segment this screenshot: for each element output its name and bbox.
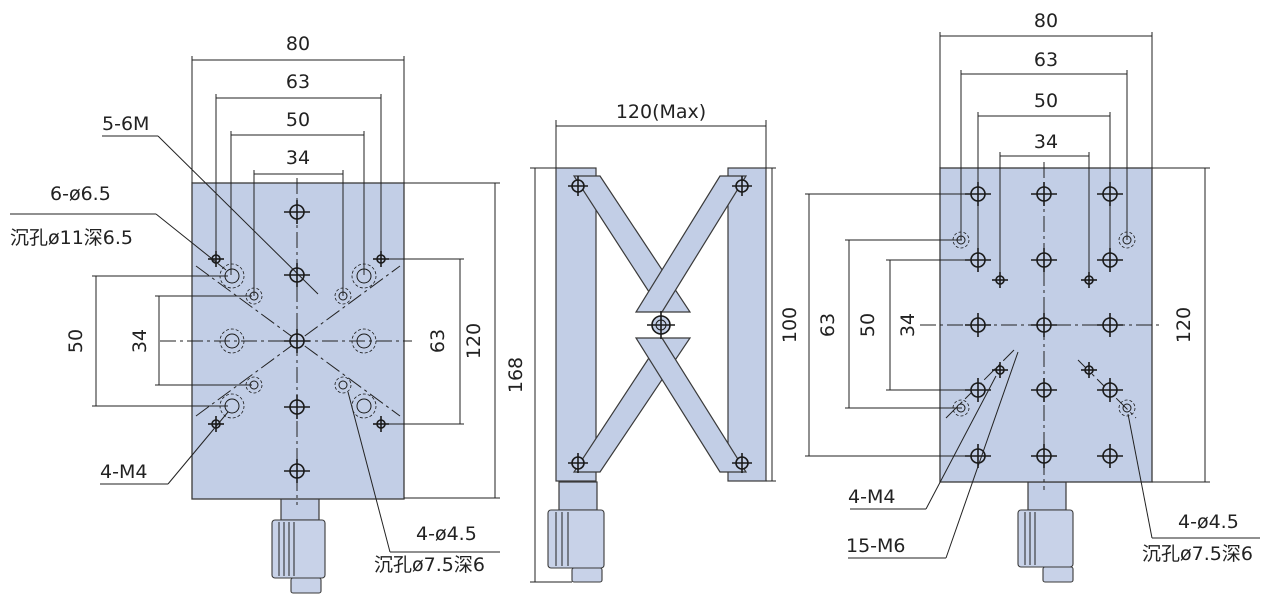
right-top-view: 80 63 50 34 63 50 (805, 10, 1260, 583)
left-dim-50-label: 50 (286, 109, 310, 131)
right-dim-63: 63 (960, 49, 1128, 240)
side-dim-width-label: 120(Max) (616, 101, 706, 123)
right-knob-cap (1042, 566, 1074, 583)
left-counterbores-small (245, 287, 352, 394)
side-dim-168: 168 (505, 167, 572, 583)
right-dim-v63-label: 63 (817, 313, 839, 337)
right-callout-cb-top: 4-ø4.5 (1178, 511, 1239, 533)
left-callout-4-m4: 4-M4 (100, 411, 229, 485)
right-callout-15-m6: 15-M6 (846, 351, 1019, 559)
left-callout-5-6m-label: 5-6M (102, 113, 149, 135)
left-callout-m4-label: 4-M4 (100, 461, 147, 483)
left-callout-cb-bottom: 沉孔ø11深6.5 (10, 227, 133, 249)
side-right-rail (727, 167, 767, 482)
left-dim-80: 80 (191, 33, 405, 183)
right-callout-4-ø4.5: 4-ø4.5 沉孔ø7.5深6 (1127, 413, 1260, 565)
left-dim-v50: 50 (65, 275, 228, 407)
side-pivots (568, 176, 752, 473)
right-dim-v120: 120 (1152, 167, 1210, 483)
right-dim-80: 80 (939, 10, 1153, 168)
left-dim-50: 50 (230, 109, 365, 275)
side-knob-neck (558, 481, 598, 511)
right-m4-holes (992, 272, 1097, 378)
left-callout-5-6m: 5-6M (102, 113, 319, 295)
left-dim-80-label: 80 (286, 33, 310, 55)
left-dim-v50-label: 50 (65, 329, 87, 353)
left-callout-4-ø4.5: 4-ø4.5 沉孔ø7.5深6 (347, 391, 500, 576)
left-dim-v63: 63 (386, 258, 464, 425)
left-knob-body (271, 519, 326, 579)
left-dim-v120: 120 (404, 182, 500, 499)
left-dim-v120-label: 120 (463, 323, 485, 359)
left-knob-neck (280, 497, 320, 521)
side-dim-168-label: 168 (505, 357, 527, 393)
side-dim-width: 120(Max) (555, 101, 767, 168)
right-dim-50-label: 50 (1034, 90, 1058, 112)
left-dim-v63-label: 63 (427, 329, 449, 353)
left-dim-63: 63 (215, 71, 382, 255)
right-dim-34-label: 34 (1034, 131, 1058, 153)
right-callout-m4-label: 4-M4 (848, 486, 895, 508)
left-dim-34: 34 (253, 147, 344, 296)
left-dim-34-label: 34 (286, 147, 310, 169)
right-dim-v63: 63 (805, 193, 976, 457)
right-dim-v34-label: 34 (897, 313, 919, 337)
side-dim-100: 100 (766, 167, 801, 482)
side-arm-4 (634, 337, 748, 473)
right-dim-v50: 50 (845, 239, 962, 409)
right-dim-80-label: 80 (1034, 10, 1058, 32)
left-top-view: 80 63 50 34 50 34 (10, 33, 500, 594)
right-dim-v34: 34 (886, 259, 978, 391)
right-counterbores (952, 231, 1136, 417)
side-knob-cap (571, 567, 603, 583)
left-dim-v34: 34 (129, 295, 252, 386)
right-dim-34: 34 (999, 131, 1090, 280)
side-left-rail (555, 167, 597, 482)
left-m4-holes (208, 251, 389, 432)
right-dim-v120-label: 120 (1173, 307, 1195, 343)
side-view: 120(Max) 168 100 (505, 101, 801, 583)
right-callout-m6-label: 15-M6 (846, 535, 906, 557)
right-callout-4-m4: 4-M4 (848, 375, 997, 510)
left-callout-cb-top: 6-ø6.5 (50, 183, 111, 205)
right-dim-v50-label: 50 (857, 313, 879, 337)
right-knob-body (1017, 509, 1074, 568)
side-dim-100-label: 100 (779, 307, 801, 343)
left-m6-holes (284, 200, 310, 483)
left-callout-cb2-bottom: 沉孔ø7.5深6 (374, 554, 485, 576)
left-callout-cb2-top: 4-ø4.5 (416, 523, 477, 545)
right-knob-neck (1027, 481, 1067, 511)
side-arm-3 (634, 175, 748, 313)
right-m6-holes (965, 182, 1123, 468)
left-dim-63-label: 63 (286, 71, 310, 93)
right-callout-cb-bottom: 沉孔ø7.5深6 (1142, 543, 1253, 565)
left-knob-cap (290, 577, 322, 594)
left-callout-6-ø6.5: 6-ø6.5 沉孔ø11深6.5 (10, 183, 227, 271)
left-counterbores-large (219, 263, 377, 419)
left-dim-v34-label: 34 (129, 329, 151, 353)
right-dim-63-label: 63 (1034, 49, 1058, 71)
